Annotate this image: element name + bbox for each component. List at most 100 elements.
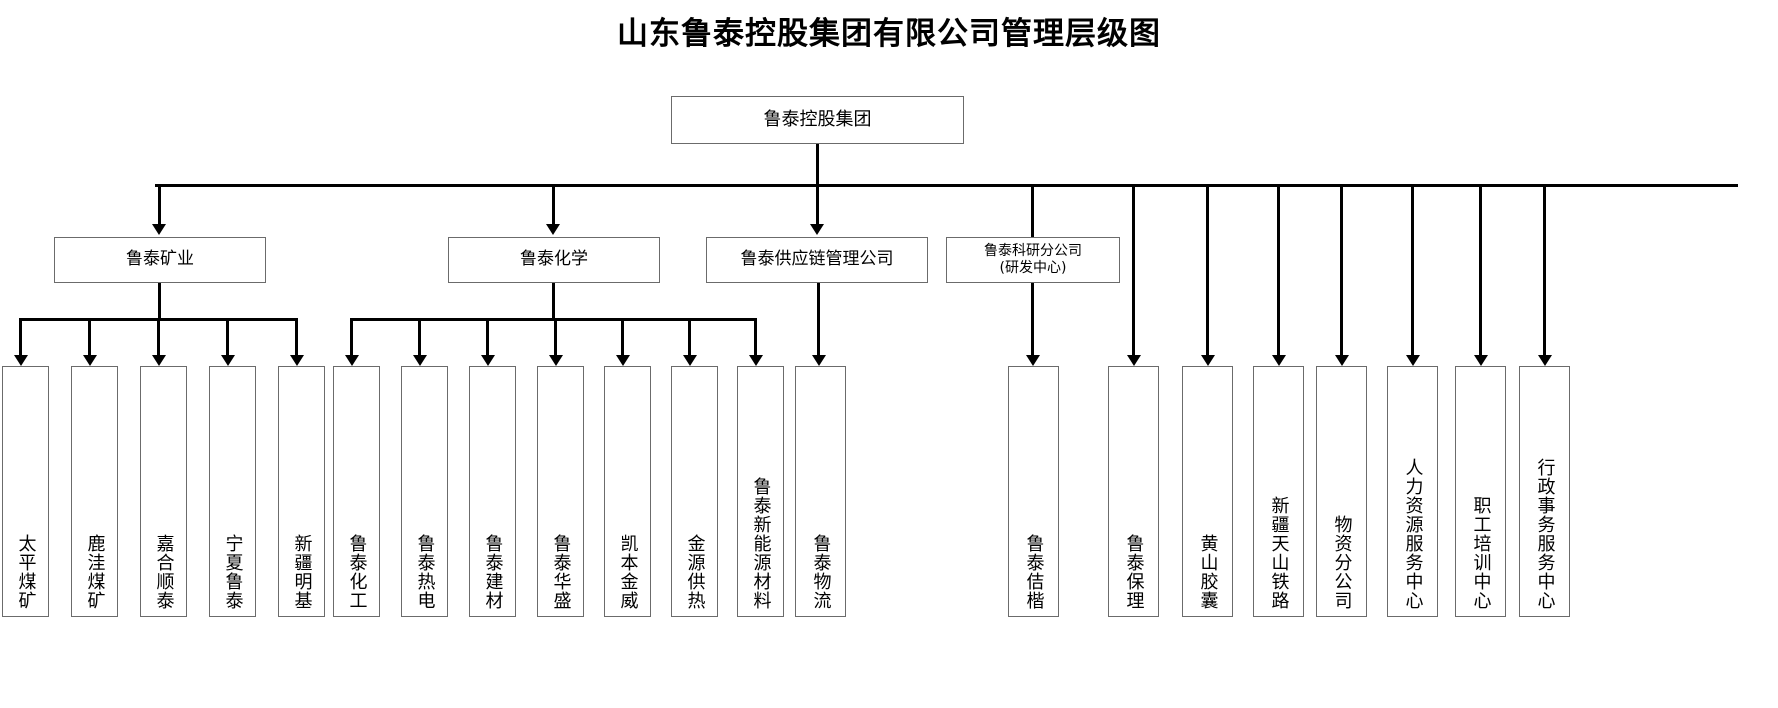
node-division-supply[interactable]: 鲁泰供应链管理公司: [706, 237, 928, 283]
connector-mining-drop-1: [88, 318, 91, 355]
connector-group-drop-1: [1206, 184, 1209, 355]
leaf-group-4[interactable]: 人力资源服务中心: [1387, 366, 1438, 617]
leaf-chemical-3-label: 鲁泰华盛: [550, 534, 572, 610]
leaf-group-6[interactable]: 行政事务服务中心: [1519, 366, 1570, 617]
leaf-research-0[interactable]: 鲁泰佶楷: [1008, 366, 1059, 617]
connector-supply-drop-0: [817, 283, 820, 355]
leaf-group-2-label: 新疆天山铁路: [1268, 496, 1290, 610]
leaf-mining-2[interactable]: 嘉合顺泰: [140, 366, 187, 617]
connector-to-supply: [816, 184, 819, 224]
leaf-chemical-1[interactable]: 鲁泰热电: [401, 366, 448, 617]
connector-mining-drop-2: [157, 318, 160, 355]
arrowhead-chemical-4: [616, 355, 630, 366]
page-title: 山东鲁泰控股集团有限公司管理层级图: [617, 16, 1161, 52]
leaf-chemical-4[interactable]: 凯本金威: [604, 366, 651, 617]
connector-chemical-drop-3: [554, 318, 557, 355]
arrowhead-chemical-2: [481, 355, 495, 366]
connector-group-drop-3: [1340, 184, 1343, 355]
leaf-mining-3[interactable]: 宁夏鲁泰: [209, 366, 256, 617]
connector-group-drop-4: [1411, 184, 1414, 355]
connector-chemical-bus: [350, 318, 756, 321]
connector-chemical-drop-4: [621, 318, 624, 355]
leaf-mining-0[interactable]: 太平煤矿: [2, 366, 49, 617]
arrowhead-research-0: [1026, 355, 1040, 366]
connector-to-research: [1031, 184, 1034, 237]
connector-chemical-drop-5: [688, 318, 691, 355]
arrowhead-group-6: [1538, 355, 1552, 366]
leaf-chemical-1-label: 鲁泰热电: [414, 534, 436, 610]
connector-chemical-drop-6: [754, 318, 757, 355]
connector-to-chemical: [552, 184, 555, 224]
connector-main-bus: [155, 184, 1738, 187]
leaf-chemical-3[interactable]: 鲁泰华盛: [537, 366, 584, 617]
arrowhead-chemical-3: [549, 355, 563, 366]
arrowhead-group-1: [1201, 355, 1215, 366]
connector-root-stem: [816, 144, 819, 185]
leaf-chemical-5[interactable]: 金源供热: [671, 366, 718, 617]
leaf-group-0[interactable]: 鲁泰保理: [1108, 366, 1159, 617]
leaf-group-1[interactable]: 黄山胶囊: [1182, 366, 1233, 617]
arrowhead-mining-4: [290, 355, 304, 366]
connector-chemical-drop-2: [486, 318, 489, 355]
leaf-group-0-label: 鲁泰保理: [1123, 534, 1145, 610]
connector-group-drop-5: [1479, 184, 1482, 355]
node-division-mining[interactable]: 鲁泰矿业: [54, 237, 266, 283]
leaf-supply-0-label: 鲁泰物流: [810, 534, 832, 610]
leaf-chemical-2-label: 鲁泰建材: [482, 534, 504, 610]
node-root[interactable]: 鲁泰控股集团: [671, 96, 964, 144]
arrowhead-mining-2: [152, 355, 166, 366]
arrowhead-group-5: [1474, 355, 1488, 366]
arrowhead-to-supply: [810, 224, 824, 235]
connector-to-mining: [158, 184, 161, 224]
connector-mining-drop-0: [19, 318, 22, 355]
leaf-mining-0-label: 太平煤矿: [15, 534, 37, 610]
leaf-supply-0[interactable]: 鲁泰物流: [795, 366, 846, 617]
leaf-group-1-label: 黄山胶囊: [1197, 534, 1219, 610]
leaf-group-5[interactable]: 职工培训中心: [1455, 366, 1506, 617]
leaf-chemical-6-label: 鲁泰新能源材料: [750, 477, 772, 610]
arrowhead-group-2: [1272, 355, 1286, 366]
connector-chemical-stem: [552, 283, 555, 320]
node-division-research[interactable]: 鲁泰科研分公司 (研发中心): [946, 237, 1120, 283]
arrowhead-group-4: [1406, 355, 1420, 366]
arrowhead-mining-3: [221, 355, 235, 366]
arrowhead-to-mining: [152, 224, 166, 235]
node-division-mining-label: 鲁泰矿业: [126, 249, 194, 270]
leaf-chemical-0[interactable]: 鲁泰化工: [333, 366, 380, 617]
connector-research-drop-0: [1031, 283, 1034, 355]
connector-group-drop-2: [1277, 184, 1280, 355]
node-division-chemical-label: 鲁泰化学: [520, 249, 588, 270]
leaf-chemical-2[interactable]: 鲁泰建材: [469, 366, 516, 617]
leaf-group-4-label: 人力资源服务中心: [1402, 458, 1424, 610]
leaf-mining-3-label: 宁夏鲁泰: [222, 534, 244, 610]
leaf-group-2[interactable]: 新疆天山铁路: [1253, 366, 1304, 617]
node-division-supply-label: 鲁泰供应链管理公司: [740, 249, 894, 270]
arrowhead-mining-0: [14, 355, 28, 366]
leaf-mining-2-label: 嘉合顺泰: [153, 534, 175, 610]
connector-mining-stem: [158, 283, 161, 320]
arrowhead-chemical-1: [413, 355, 427, 366]
connector-chemical-drop-0: [350, 318, 353, 355]
arrowhead-group-3: [1335, 355, 1349, 366]
leaf-chemical-6[interactable]: 鲁泰新能源材料: [737, 366, 784, 617]
node-division-chemical[interactable]: 鲁泰化学: [448, 237, 660, 283]
arrowhead-chemical-0: [345, 355, 359, 366]
connector-chemical-drop-1: [418, 318, 421, 355]
connector-group-drop-6: [1543, 184, 1546, 355]
leaf-mining-1-label: 鹿洼煤矿: [84, 534, 106, 610]
connector-group-drop-0: [1132, 184, 1135, 355]
leaf-chemical-0-label: 鲁泰化工: [346, 534, 368, 610]
leaf-mining-1[interactable]: 鹿洼煤矿: [71, 366, 118, 617]
leaf-group-3[interactable]: 物资分公司: [1316, 366, 1367, 617]
arrowhead-to-chemical: [546, 224, 560, 235]
connector-mining-drop-4: [295, 318, 298, 355]
leaf-group-5-label: 职工培训中心: [1470, 496, 1492, 610]
arrowhead-mining-1: [83, 355, 97, 366]
leaf-mining-4-label: 新疆明基: [291, 534, 313, 610]
leaf-group-6-label: 行政事务服务中心: [1534, 458, 1556, 610]
leaf-chemical-5-label: 金源供热: [684, 534, 706, 610]
leaf-group-3-label: 物资分公司: [1331, 515, 1353, 610]
leaf-mining-4[interactable]: 新疆明基: [278, 366, 325, 617]
arrowhead-chemical-6: [749, 355, 763, 366]
